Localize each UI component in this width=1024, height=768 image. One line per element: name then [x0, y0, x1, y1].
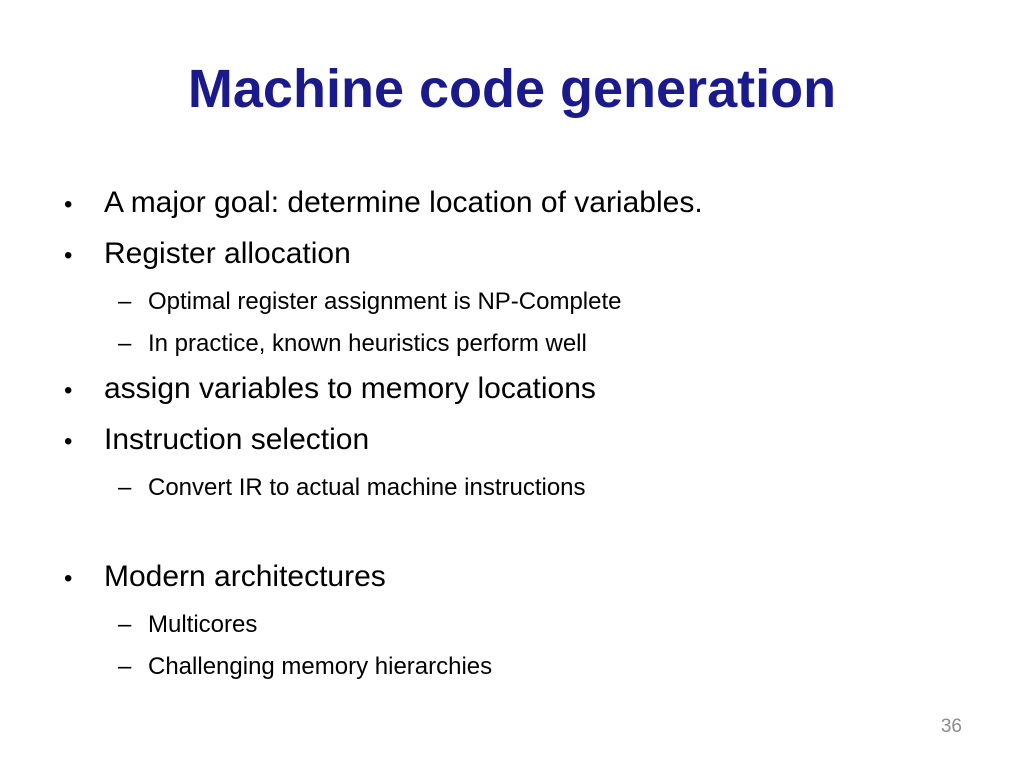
bullet-item: • Register allocation: [60, 237, 970, 273]
bullet-item: • A major goal: determine location of va…: [60, 186, 970, 222]
dash-icon: –: [118, 288, 132, 315]
bullet-icon: •: [64, 565, 73, 592]
bullet-item: • Modern architectures: [60, 560, 970, 596]
sub-bullet-item: – Multicores: [118, 611, 970, 639]
bullet-item: • assign variables to memory locations: [60, 372, 970, 408]
dash-icon: –: [118, 611, 132, 638]
blank-line: [60, 516, 970, 560]
bullet-text: A major goal: determine location of vari…: [104, 186, 703, 219]
bullet-text: In practice, known heuristics perform we…: [148, 330, 587, 357]
bullet-text: Instruction selection: [104, 423, 370, 456]
dash-icon: –: [118, 330, 132, 357]
bullet-list: • A major goal: determine location of va…: [60, 186, 970, 695]
sub-bullet-item: – Convert IR to actual machine instructi…: [118, 474, 970, 502]
bullet-item: • Instruction selection: [60, 423, 970, 459]
bullet-text: Optimal register assignment is NP-Comple…: [148, 288, 622, 315]
sub-bullet-item: – Challenging memory hierarchies: [118, 653, 970, 681]
sub-bullet-item: – Optimal register assignment is NP-Comp…: [118, 288, 970, 316]
slide-title: Machine code generation: [187, 59, 837, 119]
sub-bullet-item: – In practice, known heuristics perform …: [118, 330, 970, 358]
bullet-text: Register allocation: [104, 237, 351, 270]
bullet-text: assign variables to memory locations: [104, 372, 596, 405]
bullet-text: Challenging memory hierarchies: [148, 653, 493, 680]
bullet-text: Multicores: [148, 611, 258, 638]
dash-icon: –: [118, 653, 132, 680]
bullet-text: Modern architectures: [104, 560, 386, 593]
bullet-text: Convert IR to actual machine instruction…: [148, 474, 586, 501]
bullet-icon: •: [64, 191, 73, 218]
bullet-icon: •: [64, 377, 73, 404]
page-number: 36: [940, 716, 962, 737]
bullet-icon: •: [64, 242, 73, 269]
bullet-icon: •: [64, 428, 73, 455]
dash-icon: –: [118, 474, 132, 501]
